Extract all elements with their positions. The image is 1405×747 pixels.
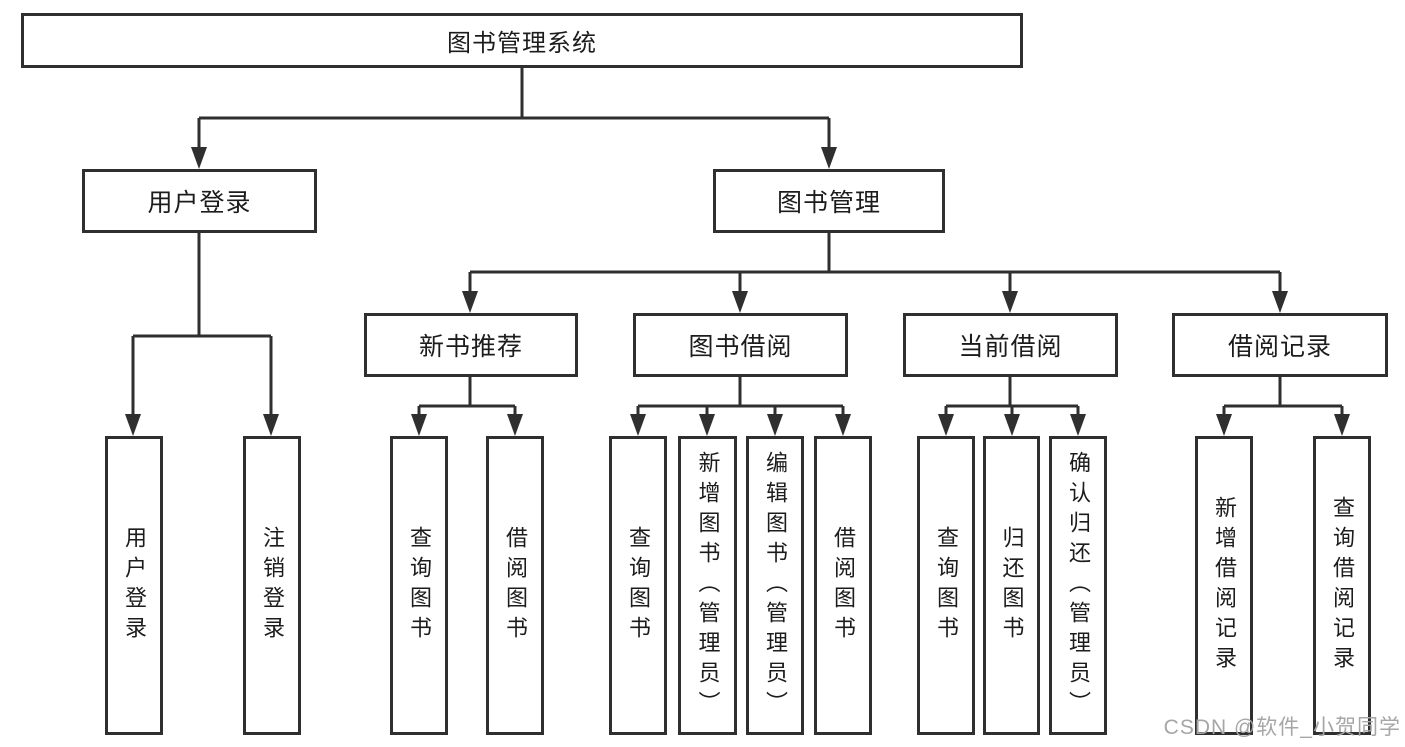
arrowhead bbox=[1070, 414, 1086, 436]
newbook-borrow-books-leaf-label: 借阅图书 bbox=[503, 525, 528, 646]
arrowhead bbox=[630, 414, 646, 436]
add-book-admin-leaf-node: 新增图书（管理员） bbox=[678, 436, 737, 735]
connector-currentborrow-to-children bbox=[944, 377, 1080, 416]
current-query-books-leaf-label: 查询图书 bbox=[934, 525, 959, 646]
book-borrow-label: 图书借阅 bbox=[688, 333, 793, 361]
connector-root-to-level2 bbox=[197, 68, 831, 150]
add-borrow-record-leaf-node: 新增借阅记录 bbox=[1195, 436, 1253, 735]
newbook-borrow-books-leaf-node: 借阅图书 bbox=[486, 436, 544, 735]
arrowhead bbox=[263, 414, 279, 436]
user-login-leaf-node: 用户登录 bbox=[105, 436, 163, 735]
connector-newbook-to-children bbox=[417, 377, 517, 416]
logout-leaf-node: 注销登录 bbox=[243, 436, 301, 735]
arrowhead bbox=[821, 147, 837, 169]
connector-bookborrow-to-children bbox=[636, 377, 845, 416]
book-borrow-node: 图书借阅 bbox=[633, 313, 848, 377]
newbook-query-books-leaf-node: 查询图书 bbox=[390, 436, 448, 735]
return-book-leaf-node: 归还图书 bbox=[983, 436, 1040, 735]
arrowhead bbox=[732, 291, 748, 313]
borrow-do-borrow-leaf-node: 借阅图书 bbox=[814, 436, 872, 735]
borrow-do-borrow-leaf-label: 借阅图书 bbox=[831, 525, 856, 646]
borrow-records-node: 借阅记录 bbox=[1172, 313, 1388, 377]
root-node-label: 图书管理系统 bbox=[447, 30, 597, 57]
book-management-label: 图书管理 bbox=[776, 189, 881, 217]
add-book-admin-leaf-label: 新增图书（管理员） bbox=[695, 450, 721, 721]
arrowhead bbox=[507, 414, 523, 436]
book-management-node: 图书管理 bbox=[713, 169, 945, 233]
arrowhead bbox=[938, 414, 954, 436]
logout-leaf-label: 注销登录 bbox=[260, 525, 285, 646]
arrowhead bbox=[1002, 291, 1018, 313]
arrowhead bbox=[1004, 414, 1020, 436]
user-login-branch-label: 用户登录 bbox=[147, 189, 252, 217]
confirm-return-admin-leaf-node: 确认归还（管理员） bbox=[1049, 436, 1107, 735]
connector-userlogin-to-children bbox=[131, 233, 273, 416]
arrowhead bbox=[411, 414, 427, 436]
return-book-leaf-label: 归还图书 bbox=[999, 525, 1025, 646]
arrowheads bbox=[125, 147, 1350, 436]
current-borrow-node: 当前借阅 bbox=[903, 313, 1118, 377]
user-login-branch-node: 用户登录 bbox=[82, 169, 317, 233]
edit-book-admin-leaf-label: 编辑图书（管理员） bbox=[763, 450, 788, 721]
add-borrow-record-leaf-label: 新增借阅记录 bbox=[1212, 495, 1237, 676]
new-book-recommend-label: 新书推荐 bbox=[418, 333, 523, 361]
query-borrow-record-leaf-label: 查询借阅记录 bbox=[1330, 495, 1355, 676]
query-borrow-record-leaf-node: 查询借阅记录 bbox=[1313, 436, 1371, 735]
current-borrow-label: 当前借阅 bbox=[958, 333, 1063, 361]
arrowhead bbox=[191, 147, 207, 169]
arrowhead bbox=[1216, 414, 1232, 436]
connector-records-to-children bbox=[1222, 377, 1344, 416]
borrow-records-label: 借阅记录 bbox=[1227, 333, 1332, 361]
root-node: 图书管理系统 bbox=[21, 13, 1023, 68]
arrowhead bbox=[125, 414, 141, 436]
current-query-books-leaf-node: 查询图书 bbox=[917, 436, 975, 735]
new-book-recommend-node: 新书推荐 bbox=[364, 313, 578, 377]
user-login-leaf-label: 用户登录 bbox=[122, 525, 147, 646]
connector-bookmgmt-to-level3 bbox=[468, 233, 1282, 293]
arrowhead bbox=[1334, 414, 1350, 436]
borrow-query-books-leaf-label: 查询图书 bbox=[626, 525, 651, 646]
arrowhead bbox=[699, 414, 715, 436]
confirm-return-admin-leaf-label: 确认归还（管理员） bbox=[1066, 450, 1091, 721]
borrow-query-books-leaf-node: 查询图书 bbox=[609, 436, 667, 735]
arrowhead bbox=[1272, 291, 1288, 313]
newbook-query-books-leaf-label: 查询图书 bbox=[407, 525, 432, 646]
arrowhead bbox=[767, 414, 783, 436]
arrowhead bbox=[835, 414, 851, 436]
edit-book-admin-leaf-node: 编辑图书（管理员） bbox=[746, 436, 804, 735]
arrowhead bbox=[462, 291, 478, 313]
